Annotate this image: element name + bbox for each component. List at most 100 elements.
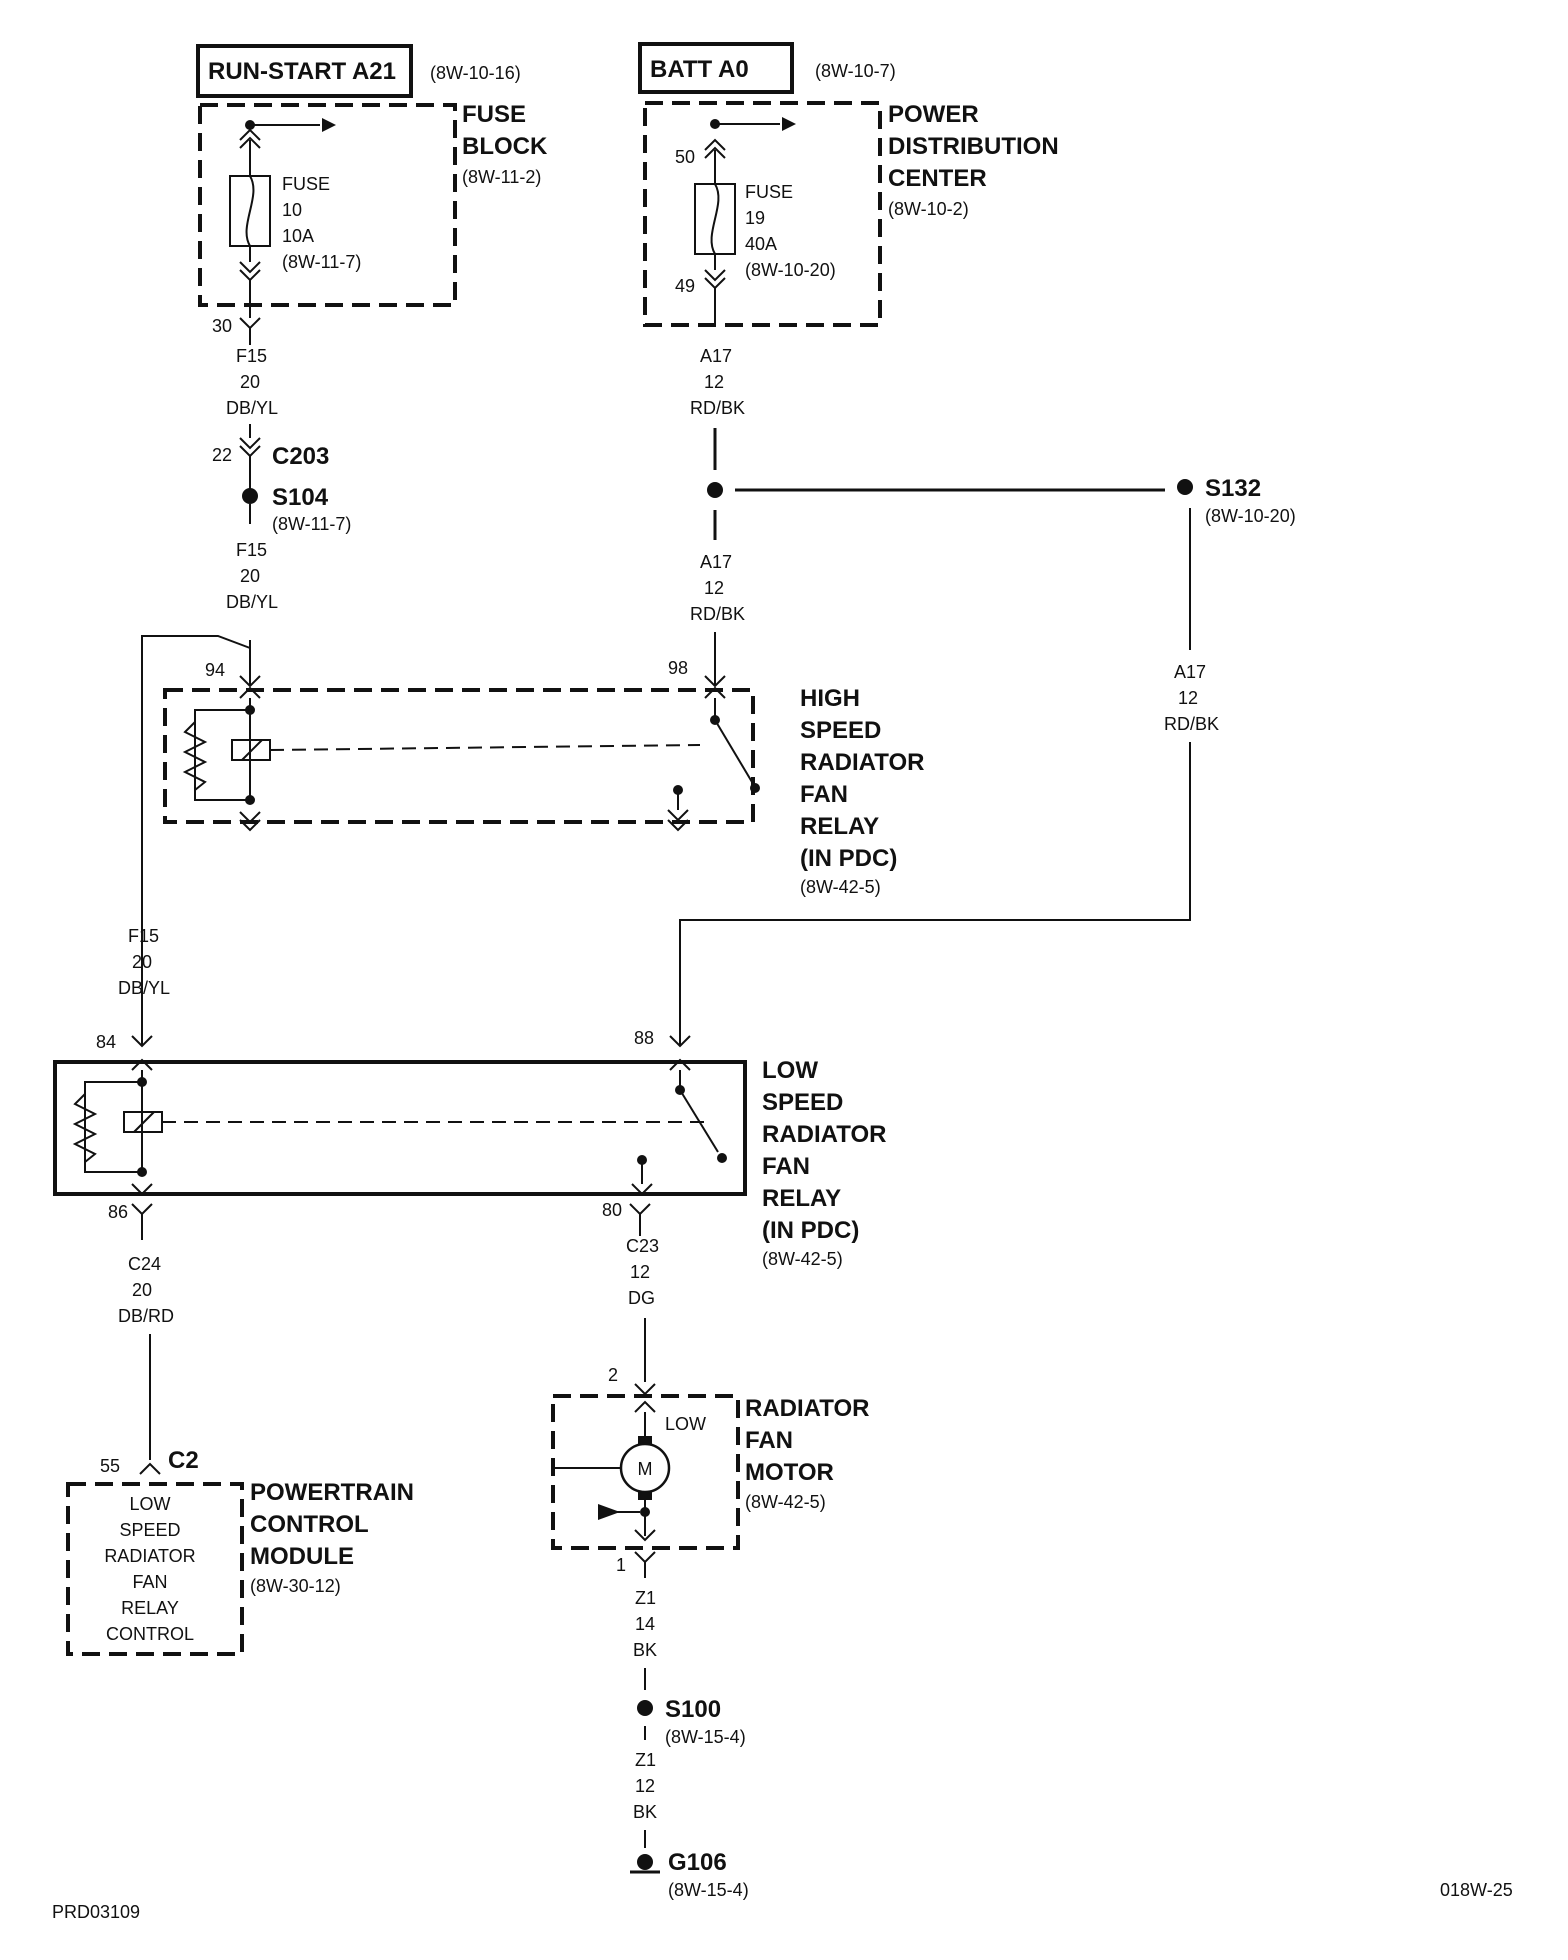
wire-c23-1: C23 [626, 1236, 659, 1256]
wire-a17-c-3: RD/BK [1164, 714, 1219, 734]
fuse-19-line-3: 40A [745, 234, 777, 254]
pcm-inner-4: FAN [132, 1572, 167, 1592]
fuse-10-line-1: FUSE [282, 174, 330, 194]
high-speed-relay: 94 98 HIGH SPEED RADIATOR FAN RELAY (IN … [163, 658, 924, 897]
fuse-19-line-2: 19 [745, 208, 765, 228]
wire-a17-c-2: 12 [1178, 688, 1198, 708]
low-relay-name-5: RELAY [762, 1185, 841, 1212]
s132-label: S132 [1205, 475, 1261, 502]
high-relay-pin-left: 94 [205, 660, 225, 680]
wire-a17-a-3: RD/BK [690, 398, 745, 418]
wire-f15-b-2: 20 [240, 566, 260, 586]
wire-z1-a-3: BK [633, 1640, 657, 1660]
wire-z1-b-1: Z1 [635, 1750, 656, 1770]
high-relay-pin-right: 98 [668, 658, 688, 678]
wire-f15-c-2: 20 [132, 952, 152, 972]
low-relay-name-3: RADIATOR [762, 1121, 886, 1148]
power-distribution-center: POWER DISTRIBUTION CENTER (8W-10-2) 50 4… [643, 101, 1059, 327]
s132-ref: (8W-10-20) [1205, 506, 1296, 526]
wire-a17-a-2: 12 [704, 372, 724, 392]
pcm-inner-1: LOW [129, 1494, 170, 1514]
low-relay-name-1: LOW [762, 1057, 818, 1084]
splice-s104-dot [242, 488, 258, 504]
high-relay-name-5: RELAY [800, 813, 879, 840]
motor-symbol-letter: M [638, 1459, 653, 1479]
low-relay-name-4: FAN [762, 1153, 810, 1180]
motor-name-1: RADIATOR [745, 1395, 869, 1422]
low-relay-name-6: (IN PDC) [762, 1217, 859, 1244]
pdc-out-pin: 49 [675, 276, 695, 296]
pcm-name-2: CONTROL [250, 1511, 369, 1538]
s104-ref: (8W-11-7) [272, 514, 351, 534]
wire-f15-b-1: F15 [236, 540, 267, 560]
fuse-10-line-3: 10A [282, 226, 314, 246]
g106-ref: (8W-15-4) [668, 1880, 749, 1900]
wire-a17-b-2: 12 [704, 578, 724, 598]
wire-c24-1: C24 [128, 1254, 161, 1274]
high-relay-name-6: (IN PDC) [800, 845, 897, 872]
wire-f15-a-2: 20 [240, 372, 260, 392]
c2-pin: 55 [100, 1456, 120, 1476]
run-start-ref: (8W-10-16) [430, 63, 521, 83]
pcm-inner-2: SPEED [119, 1520, 180, 1540]
batt-label: BATT A0 [650, 56, 749, 83]
wire-c23-2: 12 [630, 1262, 650, 1282]
c2-label: C2 [168, 1447, 199, 1474]
s104-label: S104 [272, 484, 329, 511]
powertrain-control-module: 55 C2 LOW SPEED RADIATOR FAN RELAY CONTR… [66, 1447, 414, 1656]
fuse-block: FUSE BLOCK (8W-11-2) FUSE 10 10A (8W-11-… [198, 101, 548, 336]
motor-name-3: MOTOR [745, 1459, 834, 1486]
pdc-ref: (8W-10-2) [888, 199, 969, 219]
fuse-10-line-2: 10 [282, 200, 302, 220]
fuse-19-line-4: (8W-10-20) [745, 260, 836, 280]
high-relay-ref: (8W-42-5) [800, 877, 881, 897]
wire-f15-a-1: F15 [236, 346, 267, 366]
run-start-label: RUN-START A21 [208, 58, 396, 85]
s100-label: S100 [665, 1696, 721, 1723]
high-relay-resistor [182, 721, 208, 791]
low-relay-pin-bottom-right: 80 [602, 1200, 622, 1220]
wire-a17-c-1: A17 [1174, 662, 1206, 682]
wire-z1-a-1: Z1 [635, 1588, 656, 1608]
high-relay-name-4: FAN [800, 781, 848, 808]
wire-a17-b-3: RD/BK [690, 604, 745, 624]
s100-ref: (8W-15-4) [665, 1727, 746, 1747]
motor-pin-top: 2 [608, 1365, 618, 1385]
c203-pin: 22 [212, 445, 232, 465]
wire-f15-a-3: DB/YL [226, 398, 278, 418]
pcm-inner-3: RADIATOR [104, 1546, 195, 1566]
radiator-fan-motor: 2 LOW M RADIATOR FAN MOTOR (8W-42-5) 1 [551, 1365, 869, 1575]
motor-pin-bottom: 1 [616, 1555, 626, 1575]
ground-g106: G106 (8W-15-4) [630, 1849, 749, 1900]
wire-z1-b-2: 12 [635, 1776, 655, 1796]
fuse-10-line-4: (8W-11-7) [282, 252, 361, 272]
pdc-name-1: POWER [888, 101, 979, 128]
wire-c23-3: DG [628, 1288, 655, 1308]
c203-label: C203 [272, 443, 329, 470]
wire-f15-c-3: DB/YL [118, 978, 170, 998]
pdc-in-pin: 50 [675, 147, 695, 167]
wire-c24-2: 20 [132, 1280, 152, 1300]
g106-label: G106 [668, 1849, 727, 1876]
fuse-block-name-2: BLOCK [462, 133, 548, 160]
footer-left-code: PRD03109 [52, 1902, 140, 1922]
footer-right-code: 018W-25 [1440, 1880, 1513, 1900]
pcm-inner-6: CONTROL [106, 1624, 194, 1644]
pcm-inner-5: RELAY [121, 1598, 179, 1618]
batt-ref: (8W-10-7) [815, 61, 896, 81]
pcm-name-1: POWERTRAIN [250, 1479, 414, 1506]
splice-s132-dot [1177, 479, 1193, 495]
splice-s100-dot [637, 1700, 653, 1716]
run-start-box [196, 44, 413, 98]
pcm-name-3: MODULE [250, 1543, 354, 1570]
pdc-name-3: CENTER [888, 165, 987, 192]
high-relay-name-1: HIGH [800, 685, 860, 712]
wire-a17-b-1: A17 [700, 552, 732, 572]
motor-name-2: FAN [745, 1427, 793, 1454]
motor-mode: LOW [665, 1414, 706, 1434]
wire-z1-a-2: 14 [635, 1614, 655, 1634]
fuse-block-ref: (8W-11-2) [462, 167, 541, 187]
low-relay-name-2: SPEED [762, 1089, 843, 1116]
low-relay-pin-top-left: 84 [96, 1032, 116, 1052]
motor-ref: (8W-42-5) [745, 1492, 826, 1512]
